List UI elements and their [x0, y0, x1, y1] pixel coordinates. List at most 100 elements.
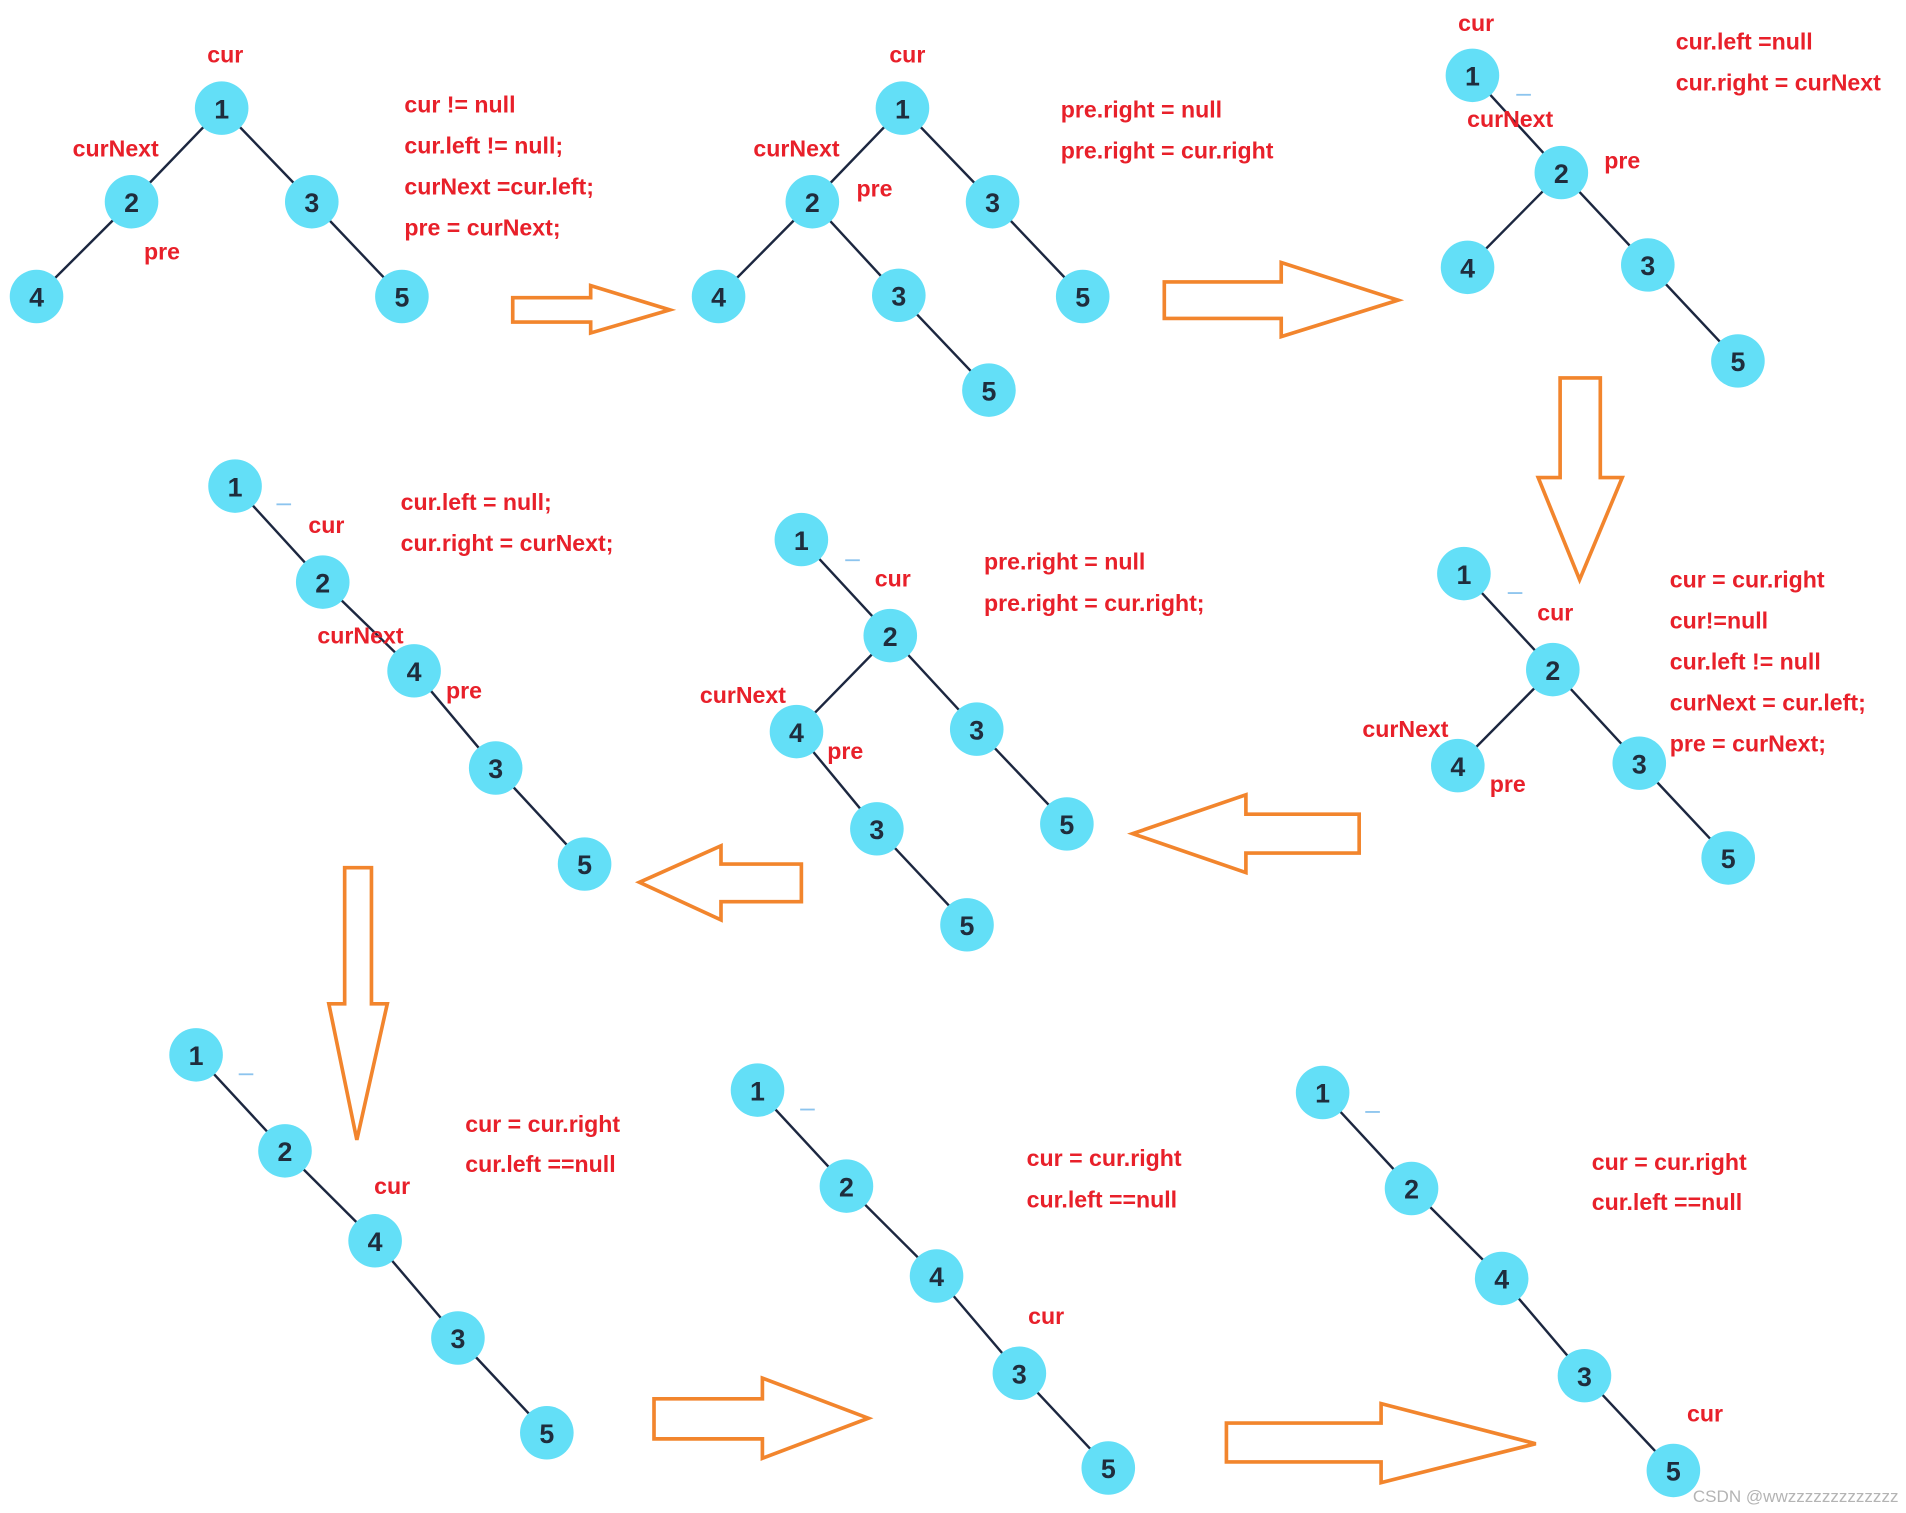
node-circle — [1646, 1443, 1701, 1498]
tree-node: 1 — [774, 512, 829, 567]
tree-node: 4 — [691, 269, 746, 324]
node-circle — [208, 459, 262, 513]
tree-node: 5 — [520, 1406, 574, 1460]
node-label: 4 — [29, 283, 44, 313]
pointer-label: cur — [374, 1173, 410, 1199]
node-label: 3 — [450, 1324, 465, 1354]
node-label: 2 — [1545, 656, 1560, 686]
node-label: 5 — [577, 850, 592, 880]
code-line: cur != null — [404, 92, 515, 118]
code-line: cur.left =null — [1676, 28, 1813, 54]
node-label: 3 — [488, 754, 503, 784]
code-line: pre.right = null — [984, 548, 1145, 574]
pointer-label: pre — [1490, 771, 1526, 797]
tree-node: 1 — [1295, 1065, 1350, 1120]
node-label: 4 — [1460, 254, 1475, 284]
node-label: 1 — [1465, 62, 1480, 92]
tree-node: 4 — [909, 1249, 964, 1303]
tree-node: 2 — [785, 174, 840, 229]
node-circle — [1440, 240, 1495, 295]
right-arrow-icon — [652, 1375, 874, 1461]
tree-node: 5 — [1055, 269, 1110, 324]
tree-node: 2 — [295, 555, 350, 609]
pointer-label: curNext — [753, 135, 839, 161]
right-arrow-icon — [510, 283, 677, 336]
node-label: 3 — [891, 282, 906, 312]
code-line: cur = cur.right — [1670, 567, 1825, 593]
code-line: cur = cur.right — [465, 1111, 620, 1137]
tree-node: 3 — [1612, 736, 1667, 790]
pointer-label: pre — [446, 677, 482, 703]
node-label: 2 — [839, 1172, 854, 1202]
tree-node: 5 — [1711, 334, 1765, 388]
pointer-label: curNext — [1467, 106, 1553, 132]
node-circle — [962, 363, 1016, 417]
node-label: 1 — [1315, 1079, 1330, 1109]
pointer-label: pre — [144, 239, 180, 265]
tree-node: 3 — [284, 174, 339, 229]
tree-node: 1 — [208, 459, 262, 513]
tree-node: 3 — [949, 702, 1004, 756]
tree-node: 1 — [1437, 546, 1491, 601]
node-circle — [468, 741, 523, 795]
watermark-text: CSDN @wwzzzzzzzzzzzzz — [1693, 1487, 1899, 1506]
node-label: 5 — [1721, 844, 1736, 874]
node-label: 3 — [1012, 1359, 1027, 1389]
node-circle — [169, 1028, 223, 1082]
node-label: 2 — [805, 188, 820, 218]
node-circle — [992, 1346, 1047, 1400]
node-circle — [1437, 546, 1491, 601]
tree-node: 3 — [992, 1346, 1047, 1400]
node-label: 5 — [960, 911, 975, 941]
pointer-label: cur — [308, 512, 344, 538]
node-circle — [557, 837, 612, 891]
node-circle — [863, 608, 918, 663]
tree-node: 5 — [1646, 1443, 1701, 1498]
tree-node: 4 — [9, 269, 64, 324]
node-label: 5 — [1666, 1457, 1681, 1487]
node-label: 2 — [883, 622, 898, 652]
pointer-label: cur — [1458, 10, 1494, 36]
code-line: cur.left ==null — [1592, 1189, 1742, 1215]
tree-node: 2 — [104, 174, 159, 229]
node-circle — [1081, 1441, 1136, 1495]
node-circle — [774, 512, 829, 567]
tree-node: 4 — [1431, 738, 1485, 793]
pointer-label: curNext — [700, 682, 786, 708]
tree-node: 3 — [1557, 1348, 1612, 1403]
node-label: 2 — [124, 188, 139, 218]
node-circle — [258, 1124, 312, 1178]
pointer-label: pre — [827, 738, 863, 764]
code-line: cur = cur.right — [1592, 1149, 1747, 1175]
node-circle — [284, 174, 339, 229]
node-label: 4 — [1494, 1265, 1509, 1295]
node-circle — [940, 898, 994, 952]
pointer-label: cur — [207, 42, 243, 68]
node-label: 5 — [981, 376, 996, 406]
pointer-label: cur — [889, 42, 925, 68]
node-circle — [1534, 145, 1589, 200]
down-arrow-icon — [326, 865, 390, 1141]
node-label: 4 — [711, 283, 726, 313]
node-label: 2 — [1554, 159, 1569, 189]
node-circle — [1621, 238, 1675, 292]
code-line: curNext = cur.left; — [1670, 690, 1866, 716]
code-line: cur.left != null — [1670, 649, 1821, 675]
node-circle — [295, 555, 350, 609]
right-arrow-icon — [1162, 259, 1405, 340]
node-label: 4 — [789, 718, 804, 748]
tree-node: 2 — [863, 608, 918, 663]
node-label: 1 — [794, 526, 809, 556]
node-label: 3 — [1577, 1362, 1592, 1392]
node-circle — [875, 81, 930, 135]
tree-node: 4 — [1440, 240, 1495, 295]
node-label: 4 — [368, 1227, 383, 1257]
